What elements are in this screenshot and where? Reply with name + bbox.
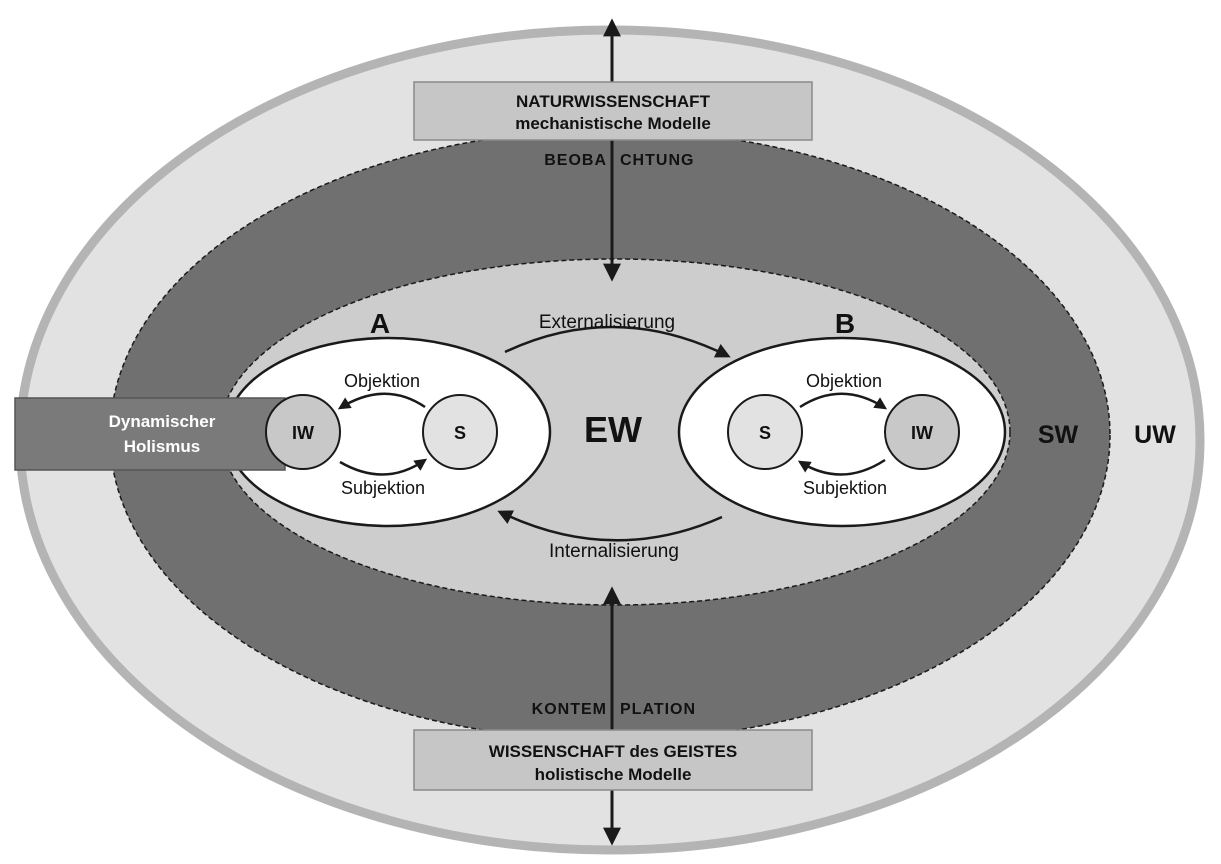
top-box <box>413 81 813 141</box>
uw-label: UW <box>1134 421 1176 449</box>
observation-label-right: CHTUNG <box>620 152 694 169</box>
top-box-line1: NATURWISSENSCHAFT <box>516 92 711 111</box>
group-a-iw-circle <box>265 394 341 470</box>
bottom-box <box>413 729 813 791</box>
group-a-iw-label: IW <box>292 423 314 443</box>
group-b-objektion-arrow <box>799 392 888 410</box>
group-b-s-label: S <box>759 423 771 443</box>
group-a-label: A <box>370 308 390 339</box>
group-a-subjektion-label: Subjektion <box>341 478 425 498</box>
observation-label-left: BEOBA <box>544 152 607 169</box>
contemplation-label-right: PLATION <box>620 701 696 718</box>
bottom-box-line2: holistische Modelle <box>535 765 692 784</box>
group-b-subjektion-arrow <box>797 458 886 476</box>
ellipse-b <box>677 336 1007 528</box>
internalisierung-arrow <box>497 510 723 542</box>
left-box-line1: Dynamischer <box>109 412 216 431</box>
sw-label: SW <box>1038 421 1079 449</box>
left-box-line2: Holismus <box>124 437 201 456</box>
group-a-objektion-label: Objektion <box>344 371 420 391</box>
group-b-label: B <box>835 308 855 339</box>
bottom-box-line1: WISSENSCHAFT des GEISTES <box>489 742 737 761</box>
group-a-subjektion-arrow <box>339 458 428 476</box>
group-b-iw-circle <box>884 394 960 470</box>
ew-label: EW <box>584 409 642 450</box>
group-b-objektion-label: Objektion <box>806 371 882 391</box>
internalisierung-label: Internalisierung <box>549 541 679 562</box>
top-box-line2: mechanistische Modelle <box>515 114 711 133</box>
group-b-subjektion-label: Subjektion <box>803 478 887 498</box>
group-b-iw-label: IW <box>911 423 933 443</box>
group-a-s-circle <box>422 394 498 470</box>
group-b-s-circle <box>727 394 803 470</box>
group-a-objektion-arrow <box>337 392 426 410</box>
externalisierung-label: Externalisierung <box>539 312 675 333</box>
left-box <box>14 397 286 471</box>
externalisierung-arrow <box>504 325 731 358</box>
contemplation-label-left: KONTEM <box>532 701 607 718</box>
group-a-s-label: S <box>454 423 466 443</box>
